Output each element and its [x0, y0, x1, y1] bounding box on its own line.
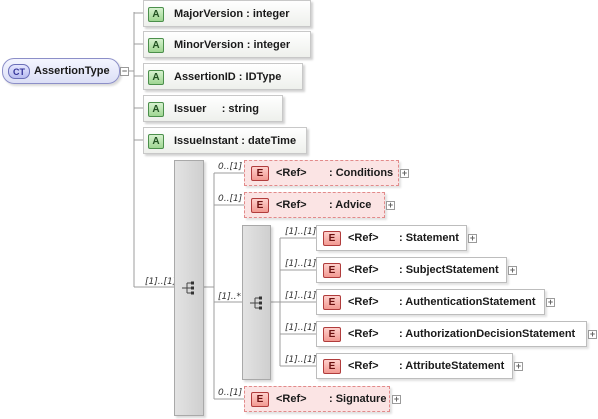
element-name: : AuthorizationDecisionStatement [399, 328, 576, 340]
inner-sequence-cardinality: [1]..* [218, 292, 241, 302]
element-conditions[interactable]: E <Ref> : Conditions [244, 160, 399, 186]
element-badge: E [323, 359, 341, 374]
attribute-type: integer [252, 7, 290, 20]
element-authorization-decision-statement[interactable]: E <Ref> : AuthorizationDecisionStatement [316, 321, 587, 347]
element-badge: E [323, 295, 341, 310]
ref-label: <Ref> [348, 328, 379, 340]
expand-toggle[interactable]: + [514, 361, 523, 371]
element-cardinality: [1]..[1] [285, 323, 317, 333]
attribute-name: Issuer [174, 102, 207, 115]
attribute-name: IssueInstant [174, 134, 239, 147]
sequence-compositor[interactable] [174, 160, 204, 416]
attribute-type: string [228, 102, 259, 115]
attribute-issue-instant[interactable]: A IssueInstant : dateTime [143, 127, 307, 154]
inner-sequence-compositor[interactable] [242, 225, 271, 380]
element-advice[interactable]: E <Ref> : Advice [244, 192, 385, 218]
element-name: : AttributeStatement [399, 360, 505, 372]
sequence-cardinality: [1]..[1] [145, 277, 177, 287]
complex-type-badge: CT [8, 64, 30, 79]
attribute-type: IDType [245, 70, 282, 83]
attribute-minor-version[interactable]: A MinorVersion : integer [143, 31, 311, 58]
element-cardinality: [1]..[1] [285, 259, 317, 269]
ref-label: <Ref> [276, 393, 307, 405]
sequence-icon [250, 296, 262, 310]
element-badge: E [323, 231, 341, 246]
sequence-icon [182, 281, 194, 295]
ref-label: <Ref> [348, 360, 379, 372]
attribute-badge: A [148, 7, 164, 22]
element-name: : AuthenticationStatement [399, 296, 536, 308]
ref-label: <Ref> [348, 264, 379, 276]
attribute-separator: : [243, 7, 253, 20]
expand-toggle[interactable]: + [468, 233, 477, 243]
complex-type-name: AssertionType [34, 65, 110, 77]
element-badge: E [323, 263, 341, 278]
element-attribute-statement[interactable]: E <Ref> : AttributeStatement [316, 353, 513, 379]
attribute-type: dateTime [247, 134, 297, 147]
element-cardinality: 0..[1] [218, 194, 243, 204]
attribute-separator: : [238, 134, 248, 147]
expand-toggle[interactable]: + [400, 168, 409, 178]
element-authentication-statement[interactable]: E <Ref> : AuthenticationStatement [316, 289, 545, 315]
element-cardinality: [1]..[1] [285, 291, 317, 301]
attribute-name: MinorVersion [174, 38, 244, 51]
element-signature[interactable]: E <Ref> : Signature [244, 386, 390, 412]
complex-type-box[interactable]: CT AssertionType [2, 58, 120, 84]
ref-label: <Ref> [348, 232, 379, 244]
element-cardinality: [1]..[1] [285, 355, 317, 365]
attribute-name: MajorVersion [174, 7, 244, 20]
element-name: : Conditions [329, 167, 394, 179]
attribute-separator: : [206, 102, 229, 115]
element-name: : Advice [329, 199, 372, 211]
expand-toggle[interactable]: + [386, 200, 395, 210]
element-name: : Signature [329, 393, 387, 405]
ref-label: <Ref> [276, 199, 307, 211]
ref-label: <Ref> [276, 167, 307, 179]
element-cardinality: 0..[1] [218, 388, 243, 398]
expand-toggle[interactable]: + [588, 329, 597, 339]
element-cardinality: 0..[1] [218, 162, 243, 172]
expand-toggle[interactable]: + [508, 265, 517, 275]
attribute-badge: A [148, 70, 164, 85]
attribute-badge: A [148, 38, 164, 53]
attribute-assertion-id[interactable]: A AssertionID : IDType [143, 63, 303, 90]
element-name: : SubjectStatement [399, 264, 499, 276]
expand-toggle[interactable]: + [392, 394, 401, 404]
element-cardinality: [1]..[1] [285, 227, 317, 237]
attribute-badge: A [148, 134, 164, 149]
element-statement[interactable]: E <Ref> : Statement [316, 225, 467, 251]
element-badge: E [251, 198, 269, 213]
element-subject-statement[interactable]: E <Ref> : SubjectStatement [316, 257, 507, 283]
element-name: : Statement [399, 232, 459, 244]
ref-label: <Ref> [348, 296, 379, 308]
attribute-type: integer [253, 38, 291, 51]
attribute-major-version[interactable]: A MajorVersion : integer [143, 0, 311, 27]
attribute-separator: : [235, 70, 246, 83]
element-badge: E [323, 327, 341, 342]
attribute-badge: A [148, 102, 164, 117]
attribute-name: AssertionID [174, 70, 236, 83]
element-badge: E [251, 392, 269, 407]
attribute-separator: : [243, 38, 254, 51]
expand-toggle[interactable]: + [546, 297, 555, 307]
collapse-toggle[interactable]: − [120, 66, 129, 76]
element-badge: E [251, 166, 269, 181]
attribute-issuer[interactable]: A Issuer : string [143, 95, 283, 122]
